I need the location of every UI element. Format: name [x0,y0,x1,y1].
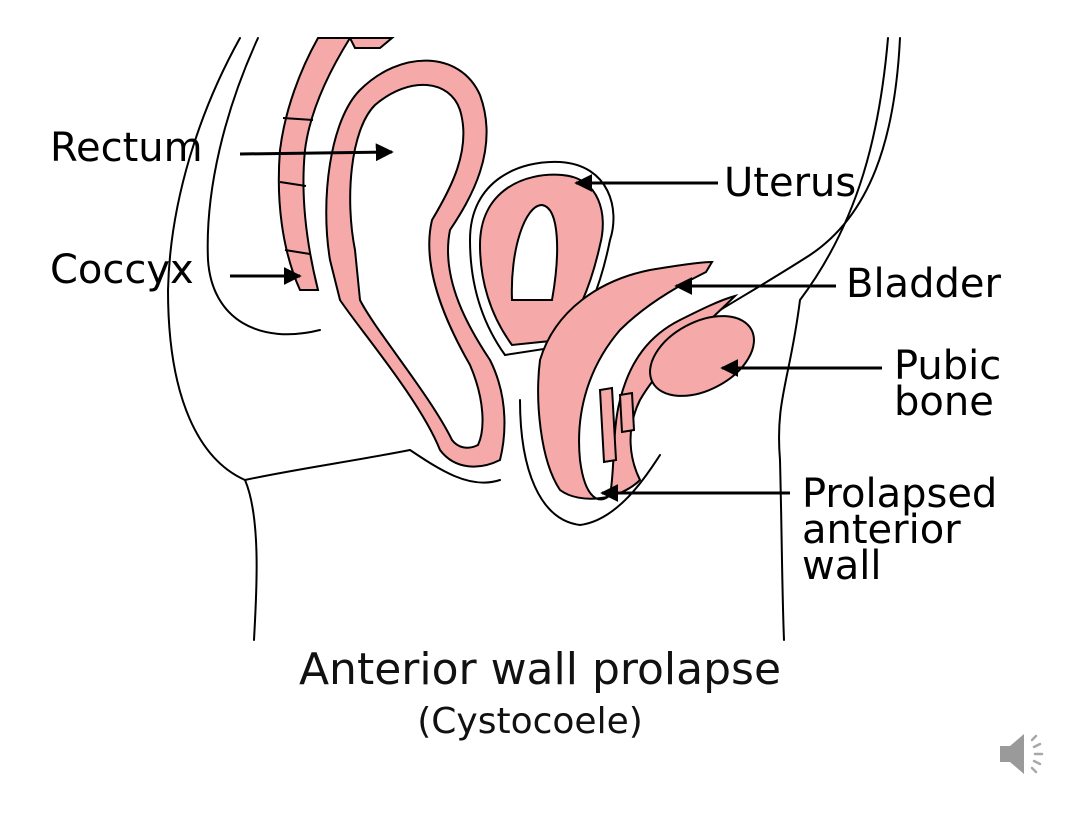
sacrum-outline [206,37,321,336]
label-prolapsed-anterior-wall: Prolapsed anterior wall [802,471,998,589]
vaginal-outline [519,399,661,526]
diagram-subtitle: (Cystocoele) [417,701,643,742]
label-coccyx: Coccyx [50,247,194,293]
abdomen-outline-front [778,37,889,641]
coccyx-spine [277,37,395,291]
perineum-outline [244,449,501,484]
bladder-shape [537,260,739,501]
body-outline-back [167,37,258,641]
label-pubic-bone: Pubic bone [894,343,1002,425]
label-bladder: Bladder [846,261,1001,307]
speaker-icon[interactable] [996,728,1052,780]
label-rectum: Rectum [50,125,203,171]
rectum-shape [325,59,506,468]
rectum-arrow [239,143,394,162]
diagram-title: Anterior wall prolapse [298,644,782,695]
label-uterus: Uterus [724,160,857,206]
